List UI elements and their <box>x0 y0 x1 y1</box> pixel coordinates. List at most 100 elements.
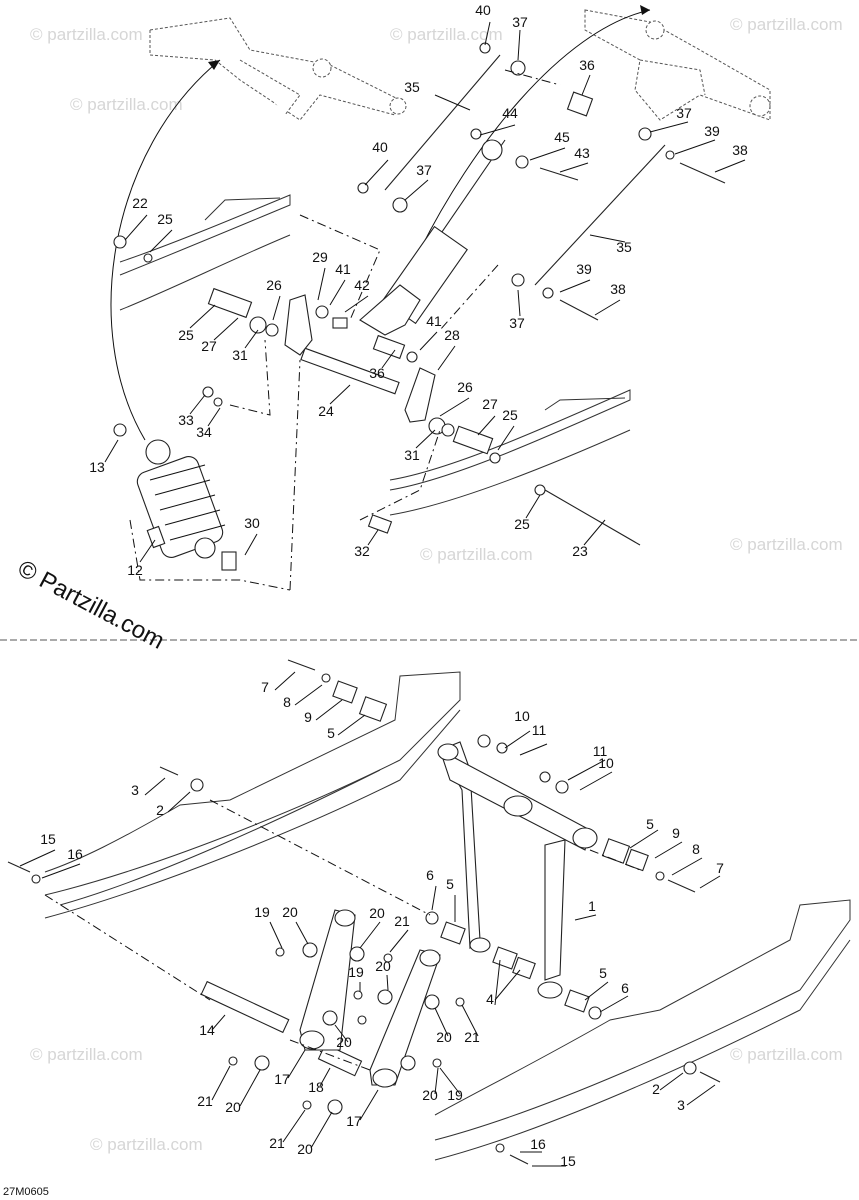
callout-label: 25 <box>157 211 173 227</box>
callout-label: 21 <box>464 1029 480 1045</box>
watermark: © partzilla.com <box>730 535 843 554</box>
watermark: © partzilla.com <box>730 15 843 34</box>
shaft <box>300 347 400 395</box>
callout-label: 15 <box>40 831 56 847</box>
reference-arrow <box>419 9 651 251</box>
callout-label: 20 <box>375 958 391 974</box>
callout-label: 26 <box>266 277 282 293</box>
a-arm <box>437 741 598 999</box>
left-rail-upper <box>119 194 291 311</box>
figure-code: 27M0605 <box>3 1186 49 1198</box>
callout-label: 12 <box>127 562 143 578</box>
callout-label: 16 <box>530 1136 546 1152</box>
callout-label: 25 <box>178 327 194 343</box>
callout-label: 35 <box>404 79 420 95</box>
callout-label: 20 <box>336 1034 352 1050</box>
callout-label: 6 <box>621 980 629 996</box>
callout-label: 19 <box>447 1087 463 1103</box>
callout-label: 21 <box>394 913 410 929</box>
frame-outline-left <box>149 17 407 121</box>
callout-label: 32 <box>354 543 370 559</box>
callout-label: 31 <box>404 447 420 463</box>
callout-label: 3 <box>677 1097 685 1113</box>
callout-label: 23 <box>572 543 588 559</box>
callout-label: 5 <box>599 965 607 981</box>
callout-label: 20 <box>297 1141 313 1157</box>
callout-label: 5 <box>646 816 654 832</box>
hardware <box>113 42 726 571</box>
callout-label: 29 <box>312 249 328 265</box>
callout-label: 36 <box>369 365 385 381</box>
leader-lines <box>19 21 746 1167</box>
callout-label: 22 <box>132 195 148 211</box>
callout-label: 21 <box>269 1135 285 1151</box>
link-rod <box>384 54 501 191</box>
callout-label: 5 <box>327 725 335 741</box>
callout-label: 44 <box>502 105 518 121</box>
callout-label: 41 <box>426 313 442 329</box>
callout-label: 37 <box>416 162 432 178</box>
callout-label: 27 <box>482 396 498 412</box>
callout-label: 38 <box>610 281 626 297</box>
callout-label: 25 <box>502 407 518 423</box>
callout-label: 36 <box>579 57 595 73</box>
shaft-long <box>544 489 641 546</box>
coil-shock <box>136 439 226 559</box>
callout-label: 33 <box>178 412 194 428</box>
callout-label: 11 <box>532 722 547 738</box>
callout-label: 19 <box>348 964 364 980</box>
link-rod <box>534 144 666 286</box>
rocker-arm <box>404 367 436 423</box>
callout-label: 38 <box>732 142 748 158</box>
cross-shaft <box>200 980 290 1034</box>
watermark: © partzilla.com <box>90 1135 203 1154</box>
callout-label: 4 <box>486 991 494 1007</box>
callout-label: 20 <box>225 1099 241 1115</box>
phantom-lines-lower <box>44 799 641 1071</box>
callout-label: 2 <box>156 802 164 818</box>
watermark: © partzilla.com <box>420 545 533 564</box>
callout-label: 8 <box>283 694 291 710</box>
callout-label: 1 <box>588 898 596 914</box>
callout-label: 39 <box>576 261 592 277</box>
callout-label: 42 <box>354 277 370 293</box>
frame-outline-right <box>584 9 771 121</box>
callout-label: 39 <box>704 123 720 139</box>
callout-label: 34 <box>196 424 212 440</box>
callout-label: 6 <box>426 867 434 883</box>
callout-label: 21 <box>197 1093 213 1109</box>
watermark: © partzilla.com <box>70 95 183 114</box>
callout-label: 37 <box>509 315 525 331</box>
callout-label: 7 <box>261 679 269 695</box>
reference-arrow <box>110 59 221 441</box>
watermark: © partzilla.com <box>30 1045 143 1064</box>
callout-label: 27 <box>201 338 217 354</box>
callout-label: 16 <box>67 846 83 862</box>
callout-label: 26 <box>457 379 473 395</box>
left-rail-lower <box>44 671 461 919</box>
callout-label: 41 <box>335 261 351 277</box>
callout-label: 20 <box>282 904 298 920</box>
callout-label: 2 <box>652 1081 660 1097</box>
callout-label: 17 <box>274 1071 290 1087</box>
arrow-head <box>208 60 220 70</box>
right-rail-lower <box>434 899 851 1161</box>
callout-label: 8 <box>692 841 700 857</box>
callout-label: 37 <box>512 14 528 30</box>
callout-label: 17 <box>346 1113 362 1129</box>
callout-label: 10 <box>514 708 530 724</box>
callout-label: 28 <box>444 327 460 343</box>
callout-label: 7 <box>716 860 724 876</box>
watermark: © partzilla.com <box>30 25 143 44</box>
callout-label: 10 <box>598 755 614 771</box>
right-rail-upper <box>389 389 631 516</box>
callout-label: 25 <box>514 516 530 532</box>
callout-label: 40 <box>372 139 388 155</box>
lower-assembly <box>7 659 851 1165</box>
watermark-layer: © partzilla.com © partzilla.com © partzi… <box>30 15 843 1154</box>
phantom-lines <box>129 69 561 591</box>
callout-label: 18 <box>308 1079 324 1095</box>
callout-label: 35 <box>616 239 632 255</box>
